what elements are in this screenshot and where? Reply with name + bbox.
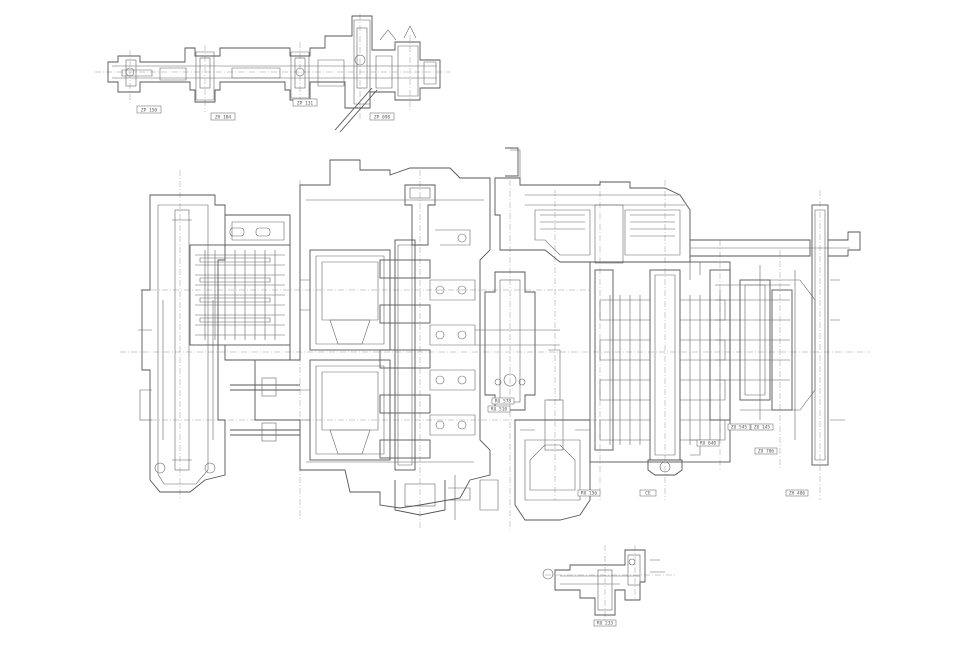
label-zp150: ZP 150	[141, 108, 158, 114]
label-ce: CE	[645, 491, 651, 497]
label-ru578: RU 578	[495, 399, 512, 405]
detail-view-b: RU 233	[542, 545, 675, 627]
starter-gear	[514, 349, 591, 521]
label-zu706: ZU 706	[758, 449, 775, 455]
clutch-housing	[494, 147, 691, 264]
main-assembly: RU 578 RU 510 RU 156 CE RU 640 ZU 545 ZU…	[120, 147, 870, 530]
cylinder-block	[300, 249, 391, 461]
label-zh104: ZH 104	[215, 115, 232, 121]
label-ru156: RU 156	[581, 491, 598, 497]
label-zp131: ZP 131	[297, 101, 314, 107]
label-zp098: ZP 098	[374, 115, 391, 121]
label-ru510: RU 510	[491, 407, 508, 413]
detail-view-a: ZP 150 ZH 104 ZP 131 ZP 098	[95, 14, 450, 133]
primary-shaft	[475, 271, 560, 411]
label-ru233: RU 233	[597, 621, 614, 627]
label-zu545: ZU 545	[731, 425, 748, 431]
output-shafts	[709, 204, 861, 466]
label-ru640: RU 640	[700, 441, 717, 447]
clutch-pack	[189, 244, 291, 346]
label-zh406: ZH 406	[789, 491, 806, 497]
label-zu145: ZU 145	[754, 425, 771, 431]
crankshaft	[379, 239, 476, 471]
